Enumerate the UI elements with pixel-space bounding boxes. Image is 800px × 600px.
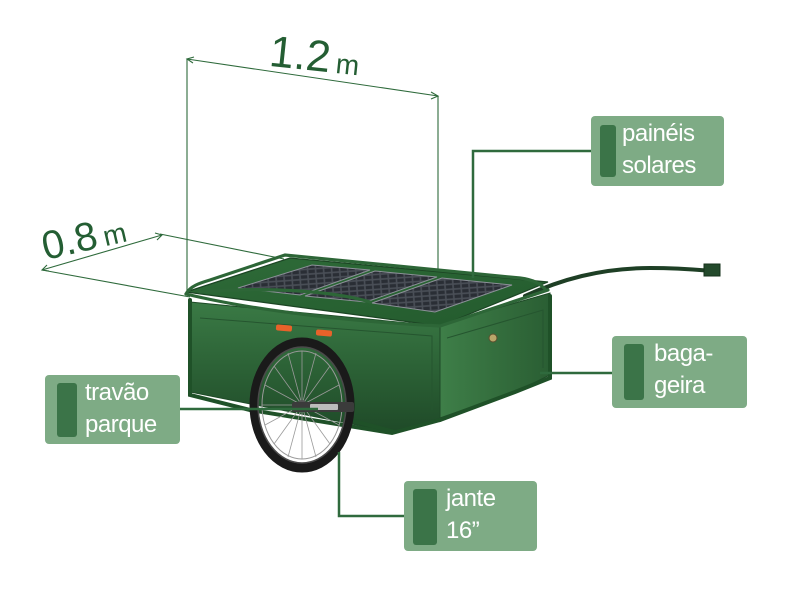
callout-swatch — [600, 125, 616, 177]
callout-rim: jante 16” — [404, 481, 537, 551]
callout-solar-panels: painéis solares — [591, 116, 724, 186]
length-unit: m — [334, 47, 361, 82]
callout-label: baga- geira — [654, 338, 713, 402]
callout-swatch — [57, 383, 77, 437]
callout-line-2: parque — [85, 411, 157, 438]
leader-rim — [337, 452, 404, 518]
callout-line-1: jante — [446, 485, 496, 512]
hitch — [703, 263, 721, 277]
parking-brake — [292, 402, 354, 412]
callout-swatch — [413, 489, 437, 545]
callout-swatch — [624, 344, 644, 400]
length-value: 1.2 — [267, 27, 334, 83]
length-dimension-lines — [185, 56, 440, 292]
roof-rails — [184, 253, 550, 328]
reflector-left — [275, 324, 293, 332]
callout-label: painéis solares — [622, 118, 696, 182]
callout-luggage: baga- geira — [612, 336, 747, 408]
callout-line-1: baga- — [654, 340, 713, 367]
callout-line-2: geira — [654, 372, 705, 399]
length-dimension-label: 1.2m — [267, 27, 362, 83]
reflector-right — [315, 329, 333, 337]
callout-label: jante 16” — [446, 483, 496, 547]
callout-label: travão parque — [85, 377, 157, 441]
leader-solar-panels — [471, 149, 591, 278]
callout-line-1: travão — [85, 379, 149, 406]
callout-parking-brake: travão parque — [45, 375, 180, 444]
leader-lines — [180, 149, 612, 518]
callout-line-2: 16” — [446, 517, 480, 544]
callout-line-2: solares — [622, 152, 696, 179]
tow-bar — [523, 265, 714, 298]
width-dimension-lines — [40, 232, 285, 298]
callout-line-1: painéis — [622, 120, 695, 147]
